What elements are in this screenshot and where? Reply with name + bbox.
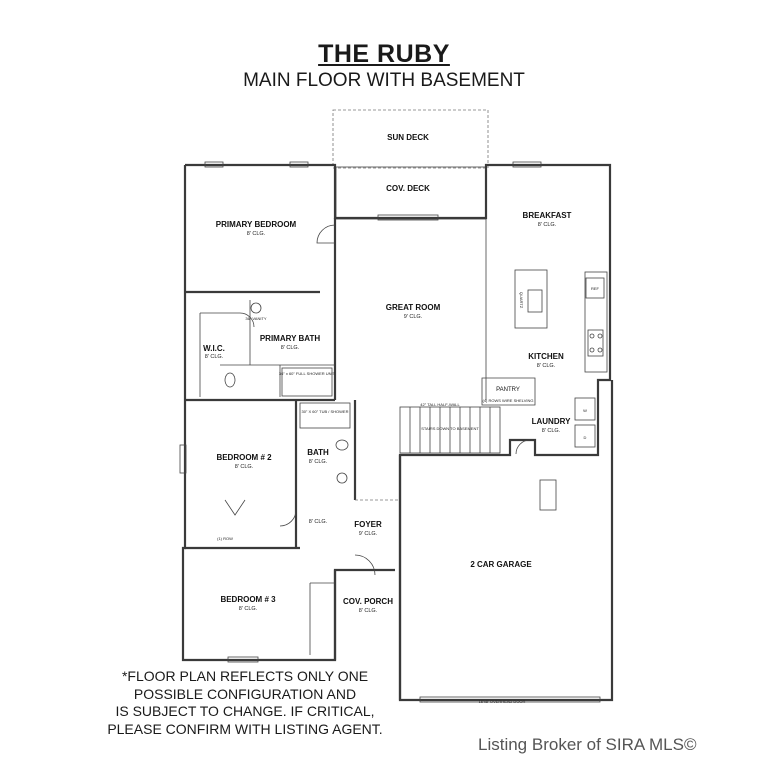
foyer-label: FOYER: [354, 520, 382, 529]
pantry-label: PANTRY: [496, 387, 520, 393]
svg-text:(1) ROW: (1) ROW: [217, 536, 233, 541]
svg-text:16'x8' OVERHEAD DOOR: 16'x8' OVERHEAD DOOR: [479, 699, 526, 704]
svg-text:36" x 60" FULL SHOWER UNIT: 36" x 60" FULL SHOWER UNIT: [279, 371, 336, 376]
cov-porch-label: COV. PORCH: [343, 597, 393, 606]
svg-text:9' CLG.: 9' CLG.: [404, 314, 423, 320]
outer-wall-left: [181, 165, 395, 662]
svg-text:8' CLG.: 8' CLG.: [538, 222, 557, 228]
svg-text:8' CLG.: 8' CLG.: [205, 354, 224, 360]
sun-deck-label: SUN DECK: [387, 133, 429, 142]
svg-text:D: D: [584, 435, 587, 440]
svg-text:8' CLG.: 8' CLG.: [542, 428, 561, 434]
cov-deck-label: COV. DECK: [386, 184, 430, 193]
listing-watermark: Listing Broker of SIRA MLS©: [478, 735, 697, 754]
breakfast-label: BREAKFAST: [523, 211, 572, 220]
svg-text:8' CLG.: 8' CLG.: [239, 606, 258, 612]
sun-deck-outline: [332, 109, 489, 169]
garage-label: 2 CAR GARAGE: [470, 560, 532, 569]
svg-text:8' CLG.: 8' CLG.: [247, 231, 266, 237]
bath-label: BATH: [307, 448, 329, 457]
bedroom3-label: BEDROOM # 3: [220, 595, 276, 604]
bedroom2-label: BEDROOM # 2: [216, 453, 272, 462]
svg-text:W: W: [583, 408, 587, 413]
svg-text:8' CLG.: 8' CLG.: [309, 519, 328, 525]
svg-text:8' CLG.: 8' CLG.: [281, 345, 300, 351]
kitchen-label: KITCHEN: [528, 352, 564, 361]
svg-text:8' CLG.: 8' CLG.: [235, 464, 254, 470]
svg-text:36" VANITY: 36" VANITY: [245, 316, 266, 321]
plan-title: THE RUBY: [318, 40, 450, 68]
primary-bath-label: PRIMARY BATH: [260, 334, 321, 343]
plan-subtitle: MAIN FLOOR WITH BASEMENT: [243, 70, 525, 91]
disclaimer-note: *FLOOR PLAN REFLECTS ONLY ONE POSSIBLE C…: [107, 668, 383, 737]
svg-text:REF: REF: [591, 286, 600, 291]
great-room-label: GREAT ROOM: [386, 303, 441, 312]
cov-deck-outline: [335, 166, 487, 220]
svg-text:QUARTZ: QUARTZ: [519, 292, 524, 309]
svg-text:STAIRS DOWN TO BASEMENT: STAIRS DOWN TO BASEMENT: [421, 426, 479, 431]
stairs: [399, 406, 501, 454]
svg-text:42" TALL HALF-WALL: 42" TALL HALF-WALL: [420, 402, 460, 407]
svg-text:9' CLG.: 9' CLG.: [359, 531, 378, 537]
svg-text:8' CLG.: 8' CLG.: [537, 363, 556, 369]
svg-text:8' CLG.: 8' CLG.: [359, 608, 378, 614]
svg-text:30" X 60" TUB / SHOWER: 30" X 60" TUB / SHOWER: [301, 409, 348, 414]
laundry-label: LAUNDRY: [532, 417, 571, 426]
svg-text:(4) ROWS WIRE SHELVING: (4) ROWS WIRE SHELVING: [482, 398, 533, 403]
primary-bedroom-label: PRIMARY BEDROOM: [216, 220, 297, 229]
wic-label: W.I.C.: [203, 344, 225, 353]
kitchen-island: [514, 269, 548, 329]
svg-text:8' CLG.: 8' CLG.: [309, 459, 328, 465]
